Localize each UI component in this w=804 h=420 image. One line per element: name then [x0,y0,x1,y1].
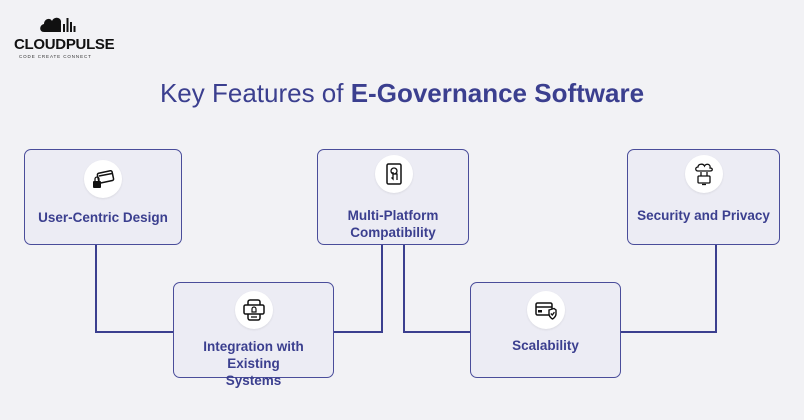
feature-label: Multi-Platform Compatibility [347,208,439,240]
logo-tagline: CODE CREATE CONNECT [19,54,92,59]
connector-4-5 [621,245,717,333]
feature-icon-circle [84,160,122,198]
feature-box-integration: Integration with Existing Systems [173,282,334,388]
feature-label: Security and Privacy [637,208,770,223]
touch-device-icon [386,163,402,185]
feature-icon-circle [375,155,413,193]
connector-2-3 [334,245,383,333]
logo-name: CLOUDPULSE [14,36,115,53]
connector-1-2 [95,245,173,333]
feature-label: Integration with Existing Systems [203,339,304,388]
title-prefix: Key Features of [159,78,351,108]
feature-box-security-privacy: Security and Privacy [627,149,780,245]
card-shield-icon [535,302,557,320]
cloud-pulse-logo-icon [40,17,76,32]
feature-box-multi-platform: Multi-Platform Compatibility [317,149,469,245]
cloud-computer-icon [695,163,713,186]
feature-box-user-centric-design: User-Centric Design [24,149,182,245]
feature-icon-circle [685,155,723,193]
feature-box-scalability: Scalability [470,282,621,378]
feature-icon-circle [527,291,565,329]
cloudpulse-logo: CLOUDPULSE CODE CREATE CONNECT [14,12,115,62]
connector-3-4 [403,245,470,333]
page-title: Key Features of E-Governance Software [0,78,804,109]
mobile-notification-icon [243,299,265,321]
feature-label: User-Centric Design [38,210,168,225]
credit-card-lock-icon [93,169,115,188]
title-emphasis: E-Governance Software [350,78,645,108]
feature-label: Scalability [512,338,579,353]
feature-icon-circle [235,291,273,329]
